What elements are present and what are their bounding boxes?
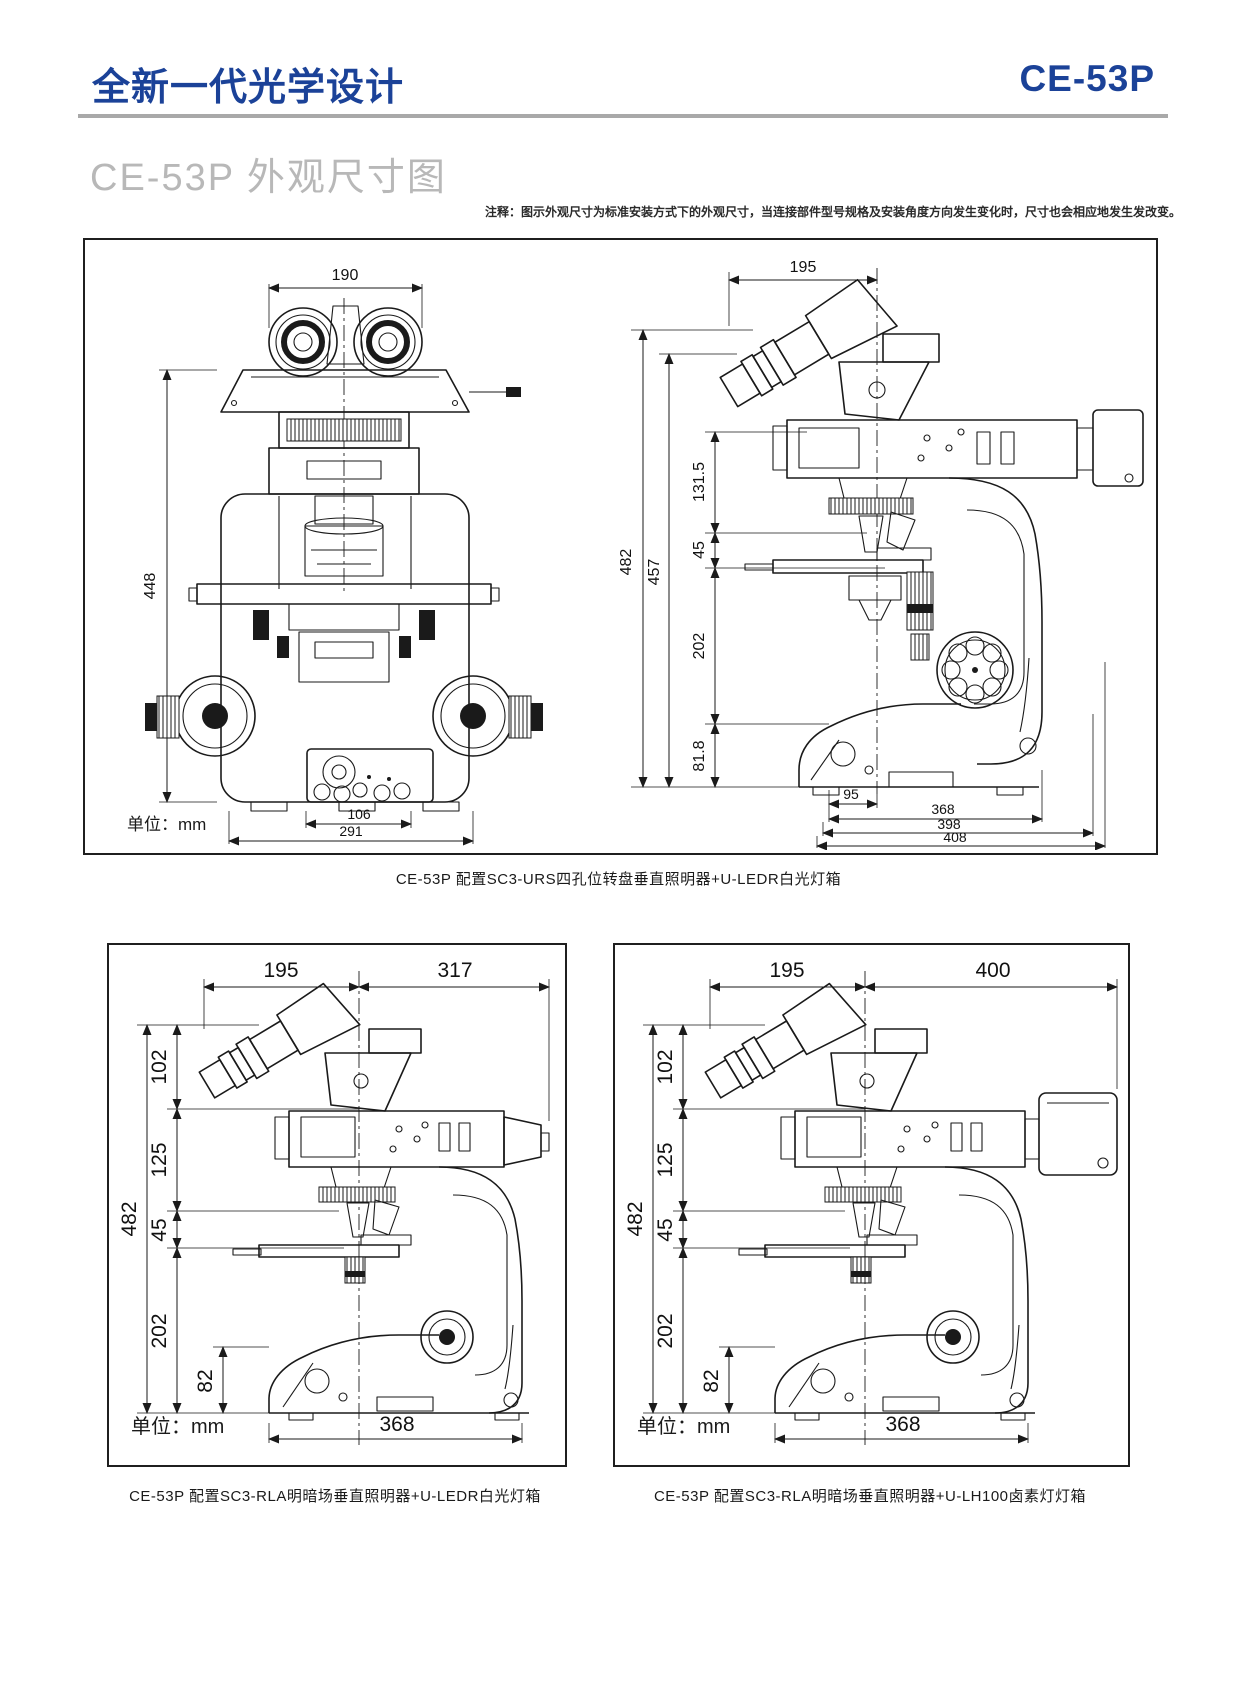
- dim-label: 291: [339, 823, 363, 839]
- dim-label: 202: [654, 1313, 677, 1348]
- dim-label: 82: [194, 1369, 217, 1392]
- model-label: CE-53P: [1019, 58, 1155, 99]
- figure-caption-rla-lh100: CE-53P 配置SC3-RLA明暗场垂直照明器+U-LH100卤素灯灯箱: [653, 1488, 1087, 1505]
- note-text: 注释：图示外观尺寸为标准安装方式下的外观尺寸，当连接部件型号规格及安装角度方向发…: [484, 205, 1181, 219]
- side-view-drawing-lh100: 195 400 482 102 125 45 202 82: [624, 959, 1118, 1445]
- dim-label: 131.5: [691, 462, 708, 502]
- dim-label: 125: [654, 1142, 677, 1177]
- dim-label: 368: [379, 1413, 414, 1436]
- dim-label: 195: [790, 259, 817, 276]
- figure-box-rla-lh100: 195 400 482 102 125 45 202 82: [613, 943, 1130, 1467]
- side-view-drawing: 195 482 457 131.5 45 202 81.8: [618, 259, 1144, 850]
- dim-label: 482: [624, 1201, 647, 1236]
- header-divider: [78, 114, 1168, 118]
- dim-label: 102: [654, 1049, 677, 1084]
- dim-label: 45: [148, 1218, 171, 1241]
- dim-label: 202: [148, 1313, 171, 1348]
- dim-label: 482: [618, 549, 635, 576]
- dim-label: 202: [691, 633, 708, 660]
- side-view-drawing-ledr: 195 317 482 102 125 45 202 82: [118, 959, 550, 1445]
- dim-label: 368: [931, 801, 955, 817]
- dim-label: 400: [975, 959, 1010, 982]
- dim-label: 45: [691, 541, 708, 559]
- unit-label: 单位：mm: [131, 1416, 225, 1438]
- dim-label: 448: [142, 573, 159, 600]
- section-title: CE-53P 外观尺寸图: [90, 157, 447, 199]
- figure-caption-urs: CE-53P 配置SC3-URS四孔位转盘垂直照明器+U-LEDR白光灯箱: [395, 871, 842, 888]
- dim-label: 125: [148, 1142, 171, 1177]
- dim-label: 368: [885, 1413, 920, 1436]
- unit-label: 单位：mm: [127, 815, 207, 834]
- front-view-drawing: 190: [142, 267, 543, 846]
- dim-label: 102: [148, 1049, 171, 1084]
- dim-label: 45: [654, 1218, 677, 1241]
- dim-label: 81.8: [691, 740, 708, 771]
- dim-label: 482: [118, 1201, 141, 1236]
- dim-label: 457: [646, 559, 663, 586]
- dim-label: 195: [263, 959, 298, 982]
- dim-label: 95: [843, 786, 859, 802]
- figure-box-urs: 190: [83, 238, 1158, 855]
- dim-label: 398: [937, 816, 961, 832]
- figure-box-rla-ledr: 195 317 482 102 125 45 202 82: [107, 943, 567, 1467]
- unit-label: 单位：mm: [637, 1416, 731, 1438]
- dim-label: 82: [700, 1369, 723, 1392]
- dim-label: 195: [769, 959, 804, 982]
- dim-label: 190: [332, 267, 359, 284]
- dim-label: 106: [347, 806, 371, 822]
- page-title: 全新一代光学设计: [92, 67, 405, 109]
- figure-caption-rla-ledr: CE-53P 配置SC3-RLA明暗场垂直照明器+U-LEDR白光灯箱: [129, 1488, 541, 1505]
- dim-label: 317: [437, 959, 472, 982]
- dim-label: 408: [943, 829, 967, 845]
